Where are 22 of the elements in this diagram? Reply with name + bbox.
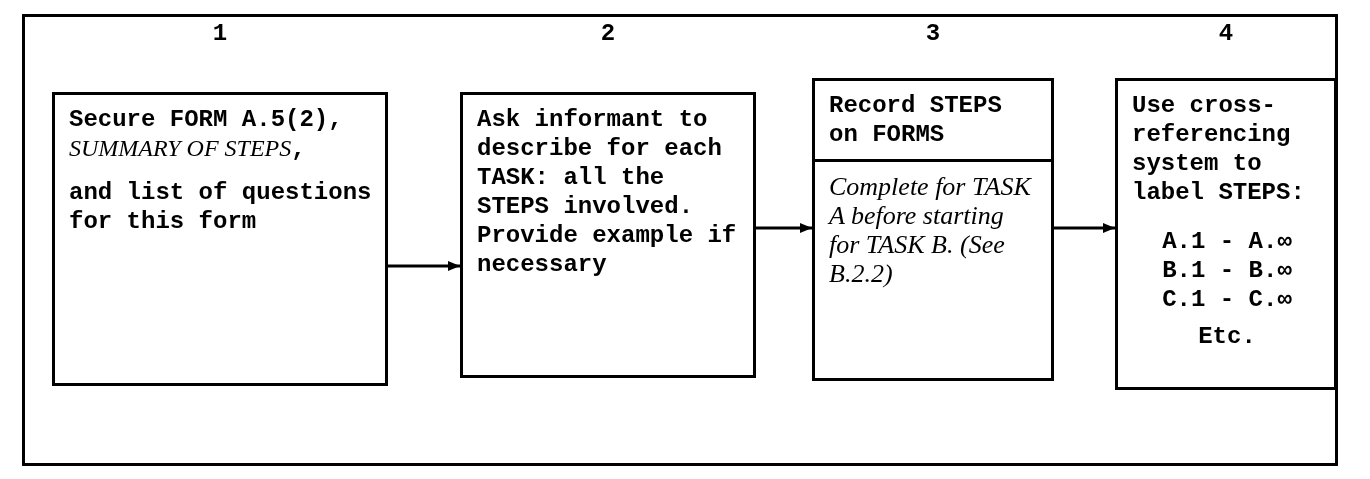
arrow xyxy=(756,223,812,233)
process-box xyxy=(52,92,388,386)
box-text: C.1 - C.∞ xyxy=(1161,285,1293,314)
box-text: Secure FORM A.5(2), SUMMARY OF STEPS, xyxy=(69,105,344,164)
box-text: Etc. xyxy=(1197,322,1257,351)
box-text: Ask informant to describe for each TASK: all the STEPS involved. Provide example if necessary xyxy=(477,105,738,279)
process-box xyxy=(1115,78,1337,390)
box-text: Record STEPS on FORMS xyxy=(829,91,1003,149)
box-text: Complete for TASK A before starting for TASK B. (See B.2.2) xyxy=(829,172,1033,288)
process-box xyxy=(460,92,756,378)
arrow xyxy=(388,261,460,271)
box-text: Use cross-referencing system to label STEPS: xyxy=(1132,91,1306,207)
step-number: 2 xyxy=(599,20,617,47)
box-text: B.1 - B.∞ xyxy=(1161,256,1293,285)
box-text: A.1 - A.∞ xyxy=(1161,227,1293,256)
arrow xyxy=(1054,223,1115,233)
box-text: and list of questions for this form xyxy=(69,178,373,236)
step-number: 4 xyxy=(1217,20,1235,47)
step-number: 3 xyxy=(924,20,942,47)
step-number: 1 xyxy=(211,20,229,47)
note-box xyxy=(812,159,1054,381)
process-box xyxy=(812,78,1054,162)
